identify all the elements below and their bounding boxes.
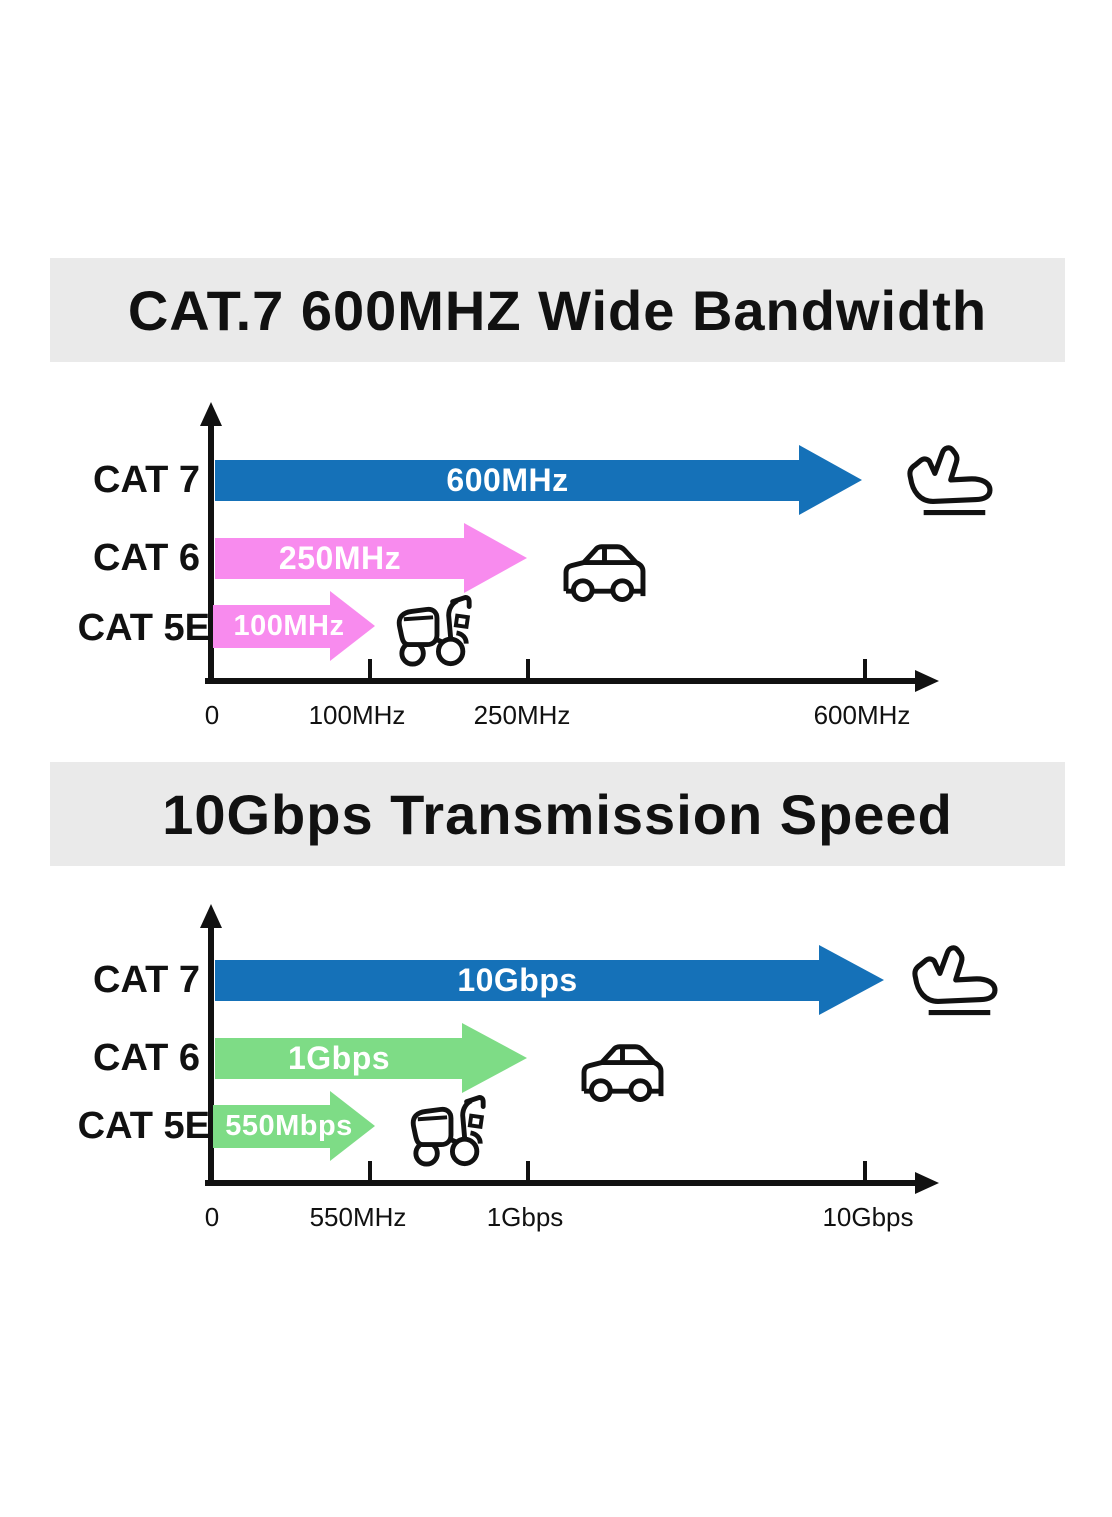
chart1-row-cat6-label: CAT 6 — [93, 536, 200, 579]
chart1-tick-label-600mhz: 600MHz — [813, 700, 911, 730]
chart1-cat6-arrow-bar — [215, 538, 465, 579]
chart2-cat6-arrow-head — [462, 1023, 527, 1093]
chart2-title-bar: 10Gbps Transmission Speed — [50, 762, 1065, 866]
chart1-y-axis-arrow-icon — [200, 402, 222, 426]
scooter-icon — [391, 589, 481, 669]
airplane-icon — [893, 437, 1001, 521]
chart2-row-cat5e-label: CAT 5E — [77, 1104, 210, 1147]
chart1-x-axis — [205, 678, 917, 684]
chart1-row-cat5e-label: CAT 5E — [77, 606, 210, 649]
chart1-cat7-value: 600MHz — [446, 462, 569, 498]
chart2-tick-550mhz — [368, 1161, 372, 1184]
car-icon — [575, 1029, 669, 1103]
chart2-tick-label-1gbps: 1Gbps — [486, 1202, 564, 1232]
chart2-cat5e-arrow-head — [330, 1091, 375, 1161]
airplane-icon — [898, 937, 1006, 1021]
chart2-row-cat7-label: CAT 7 — [93, 958, 200, 1001]
chart1-tick-label-0: 0 — [204, 700, 220, 730]
chart2-row-cat6-label: CAT 6 — [93, 1036, 200, 1079]
chart2-cat5e-value: 550Mbps — [225, 1110, 353, 1142]
chart1-tick-label-100mhz: 100MHz — [308, 700, 406, 730]
chart2-title: 10Gbps Transmission Speed — [162, 782, 953, 846]
chart1-cat5e-arrow-bar — [213, 605, 331, 648]
chart2-tick-1gbps — [526, 1161, 530, 1184]
chart2-tick-label-0: 0 — [204, 1202, 220, 1232]
chart1-row-cat7-label: CAT 7 — [93, 458, 200, 501]
chart2-cat6-value: 1Gbps — [287, 1040, 391, 1076]
chart1-tick-250mhz — [526, 659, 530, 682]
chart2-cat7-value: 10Gbps — [457, 962, 578, 998]
chart2-cat7-arrow-bar — [215, 960, 820, 1001]
chart1-tick-600mhz — [863, 659, 867, 682]
chart2-y-axis-arrow-icon — [200, 904, 222, 928]
chart2-x-axis — [205, 1180, 917, 1186]
chart2-cat5e-arrow-bar — [213, 1105, 331, 1148]
chart2-tick-10gbps — [863, 1161, 867, 1184]
chart2-tick-label-550mhz: 550MHz — [309, 1202, 407, 1232]
chart1-x-axis-arrow-icon — [915, 670, 939, 692]
chart2-cat7-arrow-head — [819, 945, 884, 1015]
chart1-tick-label-250mhz: 250MHz — [473, 700, 571, 730]
chart1-tick-100mhz — [368, 659, 372, 682]
chart1-cat5e-arrow-head — [330, 591, 375, 661]
chart1-cat6-value: 250MHz — [278, 540, 402, 576]
scooter-icon — [405, 1089, 495, 1169]
chart1-cat6-arrow-head — [464, 523, 527, 593]
chart2-x-axis-arrow-icon — [915, 1172, 939, 1194]
chart1-cat7-arrow-bar — [215, 460, 800, 501]
chart2-tick-label-10gbps: 10Gbps — [822, 1202, 914, 1232]
chart2-y-axis — [208, 926, 214, 1182]
chart1-title-bar: CAT.7 600MHZ Wide Bandwidth — [50, 258, 1065, 362]
chart1-cat5e-value: 100MHz — [233, 610, 345, 642]
chart1-title: CAT.7 600MHZ Wide Bandwidth — [127, 278, 988, 342]
chart1-y-axis — [208, 424, 214, 680]
chart2-cat6-arrow-bar — [215, 1038, 463, 1079]
chart1-cat7-arrow-head — [799, 445, 862, 515]
car-icon — [557, 529, 651, 603]
